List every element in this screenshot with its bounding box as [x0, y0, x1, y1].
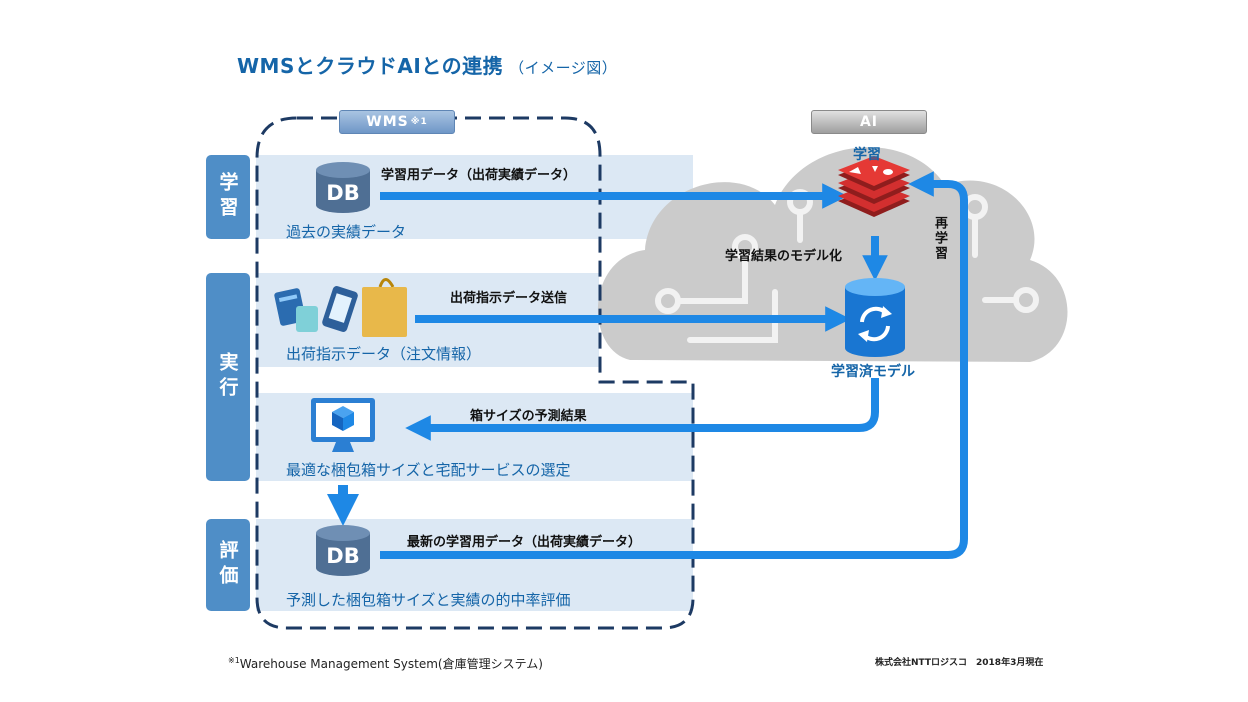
- ai-tag: AI: [811, 110, 927, 134]
- send-instruction-label: 出荷指示データ送信: [450, 291, 568, 306]
- database-icon: DB: [316, 525, 370, 576]
- past-data-label: 過去の実績データ: [286, 223, 407, 241]
- latest-data-label: 最新の学習用データ（出荷実績データ）: [407, 535, 642, 550]
- page-title: WMSとクラウドAIとの連携 （イメージ図）: [237, 50, 617, 79]
- books-icon: [274, 288, 318, 332]
- smartphone-icon: [322, 286, 358, 332]
- stage-label-evaluate: 評価: [206, 519, 250, 611]
- arrow-retrain: [380, 171, 968, 559]
- retrain-label: 再学習: [932, 216, 947, 261]
- footnote-mark: ※1: [228, 656, 240, 665]
- box-selection-label: 最適な梱包箱サイズと宅配サービスの選定: [286, 461, 571, 479]
- stage-label-learn: 学習: [206, 155, 250, 239]
- training-data-label: 学習用データ（出荷実績データ）: [381, 168, 577, 183]
- cloud-icon: [597, 147, 1068, 362]
- stage-label-execute: 実行: [206, 273, 250, 481]
- arrow-prediction-result: [405, 378, 879, 441]
- evaluation-label: 予測した梱包箱サイズと実績の的中率評価: [286, 591, 571, 609]
- title-sub: （イメージ図）: [509, 59, 618, 77]
- shopping-bag-icon: [362, 278, 407, 337]
- ai-tag-label: AI: [859, 114, 879, 130]
- wms-boundary: [255, 116, 695, 630]
- shipping-instruction-label: 出荷指示データ（注文情報）: [286, 345, 482, 363]
- credit: 株式会社NTTロジスコ 2018年3月現在: [875, 658, 1044, 668]
- database-icon: DB: [316, 162, 370, 213]
- footnote: ※1Warehouse Management System(倉庫管理システム): [228, 655, 543, 672]
- title-main: WMSとクラウドAIとの連携: [237, 54, 504, 78]
- wms-tag-label: WMS: [366, 114, 409, 130]
- db-label: DB: [326, 544, 359, 568]
- footnote-text: Warehouse Management System(倉庫管理システム): [239, 657, 543, 671]
- trained-model-label: 学習済モデル: [831, 364, 915, 380]
- prediction-result-label: 箱サイズの予測結果: [470, 409, 587, 424]
- modelize-label: 学習結果のモデル化: [725, 249, 843, 264]
- refresh-icon: [845, 278, 905, 357]
- wms-tag-note: ※1: [410, 117, 428, 127]
- redis-icon: [838, 156, 910, 217]
- wms-tag: WMS※1: [339, 110, 455, 134]
- db-label: DB: [326, 181, 359, 205]
- monitor-box-icon: [311, 398, 375, 452]
- ai-learn-label: 学習: [853, 147, 881, 163]
